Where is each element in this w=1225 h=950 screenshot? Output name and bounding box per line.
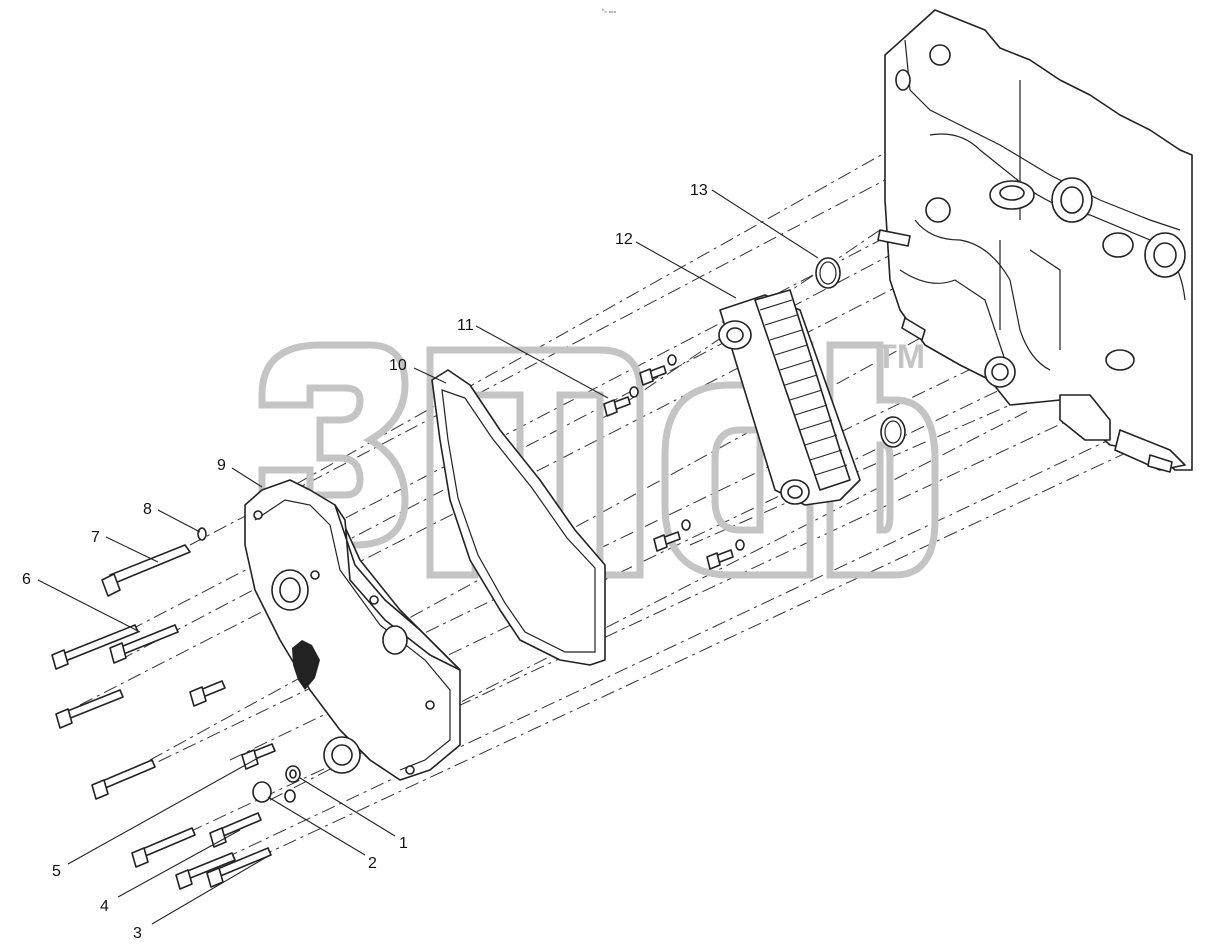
cooler-fins	[759, 299, 848, 476]
callout-2: 2	[368, 855, 377, 872]
plug-2	[252, 781, 296, 803]
callout-11: 11	[457, 317, 474, 334]
callout-4: 4	[100, 898, 109, 915]
bolts-11	[603, 354, 745, 570]
callout-6: 6	[22, 571, 31, 588]
engine-block	[877, 9, 1193, 473]
bolts-6	[51, 624, 179, 670]
o-rings-13	[815, 257, 906, 448]
seal-1	[285, 765, 301, 783]
bolt-7	[101, 544, 191, 597]
timing-cover	[244, 479, 461, 781]
watermark-trademark: TM	[876, 338, 925, 376]
oil-cooler	[718, 289, 861, 506]
callout-10: 10	[389, 357, 407, 374]
callout-13: 13	[690, 182, 708, 199]
callout-9: 9	[217, 457, 226, 474]
bolts-4	[131, 827, 236, 890]
leader-lines	[37, 189, 819, 925]
callout-3: 3	[133, 925, 142, 942]
callout-labels: 1 2 3 4 5 6 7 8 9 10 11 12 13	[22, 182, 708, 942]
callout-1: 1	[399, 835, 408, 852]
callout-12: 12	[615, 231, 633, 248]
bolts-3	[206, 812, 272, 888]
callout-5: 5	[52, 863, 61, 880]
callout-7: 7	[91, 529, 100, 546]
gasket	[431, 369, 606, 666]
top-mark: ʰ﻿ₒ ₒₒₒ	[602, 8, 617, 15]
bolts-5	[55, 680, 276, 800]
callout-8: 8	[143, 501, 152, 518]
washer-8	[197, 527, 207, 541]
